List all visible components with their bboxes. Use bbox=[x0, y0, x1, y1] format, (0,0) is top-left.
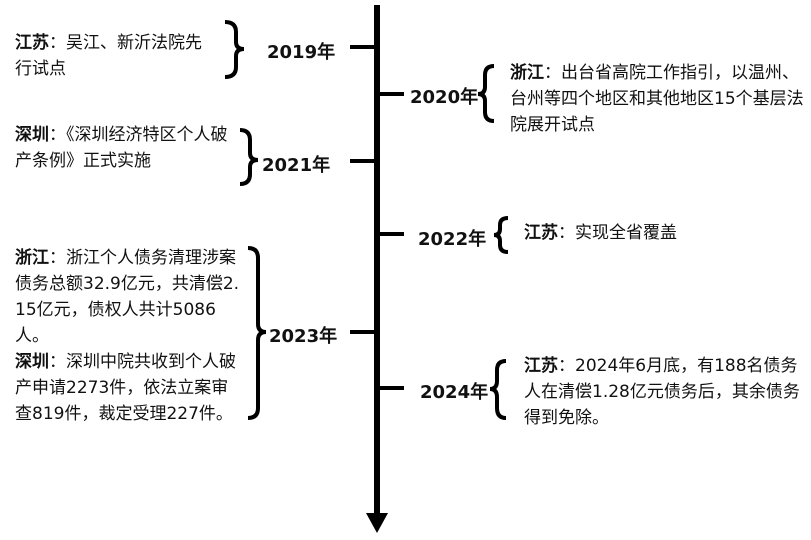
brace-2019 bbox=[224, 20, 245, 79]
separator: ： bbox=[558, 223, 575, 243]
event-note-2023: 浙江：浙江个人债务清理涉案债务总额32.9亿元，共清偿2.15亿元，债权人共计5… bbox=[15, 245, 245, 427]
event-text: 吴江、新沂法院先行试点 bbox=[15, 33, 202, 79]
event-text: 浙江个人债务清理涉案债务总额32.9亿元，共清偿2.15亿元，债权人共计5086… bbox=[15, 248, 240, 346]
separator: ： bbox=[544, 63, 561, 83]
region-label: 江苏 bbox=[524, 356, 558, 376]
event-note-2021: 深圳：《深圳经济特区个人破产条例》正式实施 bbox=[15, 122, 235, 174]
event-note-2024: 江苏：2024年6月底，有188名债务人在清偿1.28亿元债务后，其余债务得到免… bbox=[524, 353, 804, 431]
event-note-2019: 江苏：吴江、新沂法院先行试点 bbox=[15, 30, 215, 82]
separator: ： bbox=[558, 356, 575, 376]
brace-2023 bbox=[247, 246, 267, 420]
timeline-arrowhead bbox=[366, 513, 388, 533]
year-label-2022: 2022年 bbox=[418, 229, 487, 250]
year-label-2023: 2023年 bbox=[269, 326, 338, 347]
region-label: 深圳 bbox=[15, 125, 49, 145]
event-note-2020: 浙江：出台省高院工作指引，以温州、台州等四个地区和其他地区15个基层法院展开试点 bbox=[510, 60, 806, 138]
brace-2024 bbox=[489, 359, 507, 420]
separator: ： bbox=[49, 248, 66, 268]
year-label-2024: 2024年 bbox=[420, 382, 489, 403]
event-text: 2024年6月底，有188名债务人在清偿1.28亿元债务后，其余债务得到免除。 bbox=[524, 356, 800, 428]
brace-2021 bbox=[239, 128, 259, 186]
year-label-2019: 2019年 bbox=[267, 42, 336, 63]
event-text: 深圳中院共收到个人破产申请2273件，依法立案审查819件，裁定受理227件。 bbox=[15, 352, 236, 424]
separator: ： bbox=[49, 352, 66, 372]
event-note-2022: 江苏：实现全省覆盖 bbox=[524, 220, 794, 246]
region-label: 浙江 bbox=[510, 63, 544, 83]
region-label: 深圳 bbox=[15, 352, 49, 372]
brace-2020 bbox=[477, 64, 495, 123]
event-text: 《深圳经济特区个人破产条例》正式实施 bbox=[15, 125, 228, 171]
year-label-2020: 2020年 bbox=[410, 87, 479, 108]
event-text: 实现全省覆盖 bbox=[575, 223, 677, 243]
event-text: 出台省高院工作指引，以温州、台州等四个地区和其他地区15个基层法院展开试点 bbox=[510, 63, 804, 135]
region-label: 江苏 bbox=[15, 33, 49, 53]
separator: ： bbox=[49, 125, 66, 145]
separator: ： bbox=[49, 33, 66, 53]
event-note-2023-shenzhen: 深圳：深圳中院共收到个人破产申请2273件，依法立案审查819件，裁定受理227… bbox=[15, 349, 245, 427]
year-label-2021: 2021年 bbox=[262, 155, 331, 176]
region-label: 江苏 bbox=[524, 223, 558, 243]
event-note-2023-zhejiang: 浙江：浙江个人债务清理涉案债务总额32.9亿元，共清偿2.15亿元，债权人共计5… bbox=[15, 245, 245, 349]
region-label: 浙江 bbox=[15, 248, 49, 268]
brace-2022 bbox=[493, 216, 509, 254]
